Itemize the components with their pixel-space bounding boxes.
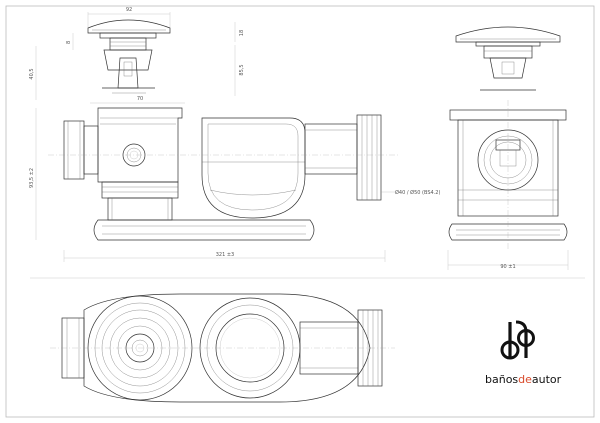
- sheet-border: [5, 5, 595, 418]
- brand-logo-mark: [500, 320, 535, 360]
- dim-inner-height: 85,5: [239, 64, 245, 75]
- brand-name-mid: de: [518, 373, 532, 386]
- dim-body-height: 40,5: [29, 68, 35, 79]
- brand-name-left: baños: [485, 373, 518, 386]
- dim-cap-right: 18: [239, 30, 245, 36]
- cap-side-view: [455, 26, 561, 91]
- brand-wordmark: bañosdeautor: [485, 373, 562, 386]
- dim-outlet-note: Ø40 / Ø50 (BS4.2): [395, 189, 440, 196]
- dim-side-width: 90 ±1: [500, 264, 515, 270]
- dim-body-width: 70: [137, 96, 143, 102]
- dim-top-width: 92: [126, 7, 132, 13]
- brand-name-right: autor: [532, 373, 562, 386]
- trap-plan-view: [50, 293, 395, 403]
- dim-total-height: 93,5 ±2: [29, 168, 35, 188]
- trap-side-elevation: 93,5 ±2 321 ±3 Ø40 / Ø50 (BS4.2): [29, 107, 440, 262]
- dim-cap-height: 8: [66, 41, 72, 44]
- trap-front-elevation: 90 ±1: [447, 100, 569, 270]
- cap-elevation-view: 92 8 18 85,5 40,5 70: [29, 7, 245, 104]
- dim-total-length: 321 ±3: [216, 252, 235, 258]
